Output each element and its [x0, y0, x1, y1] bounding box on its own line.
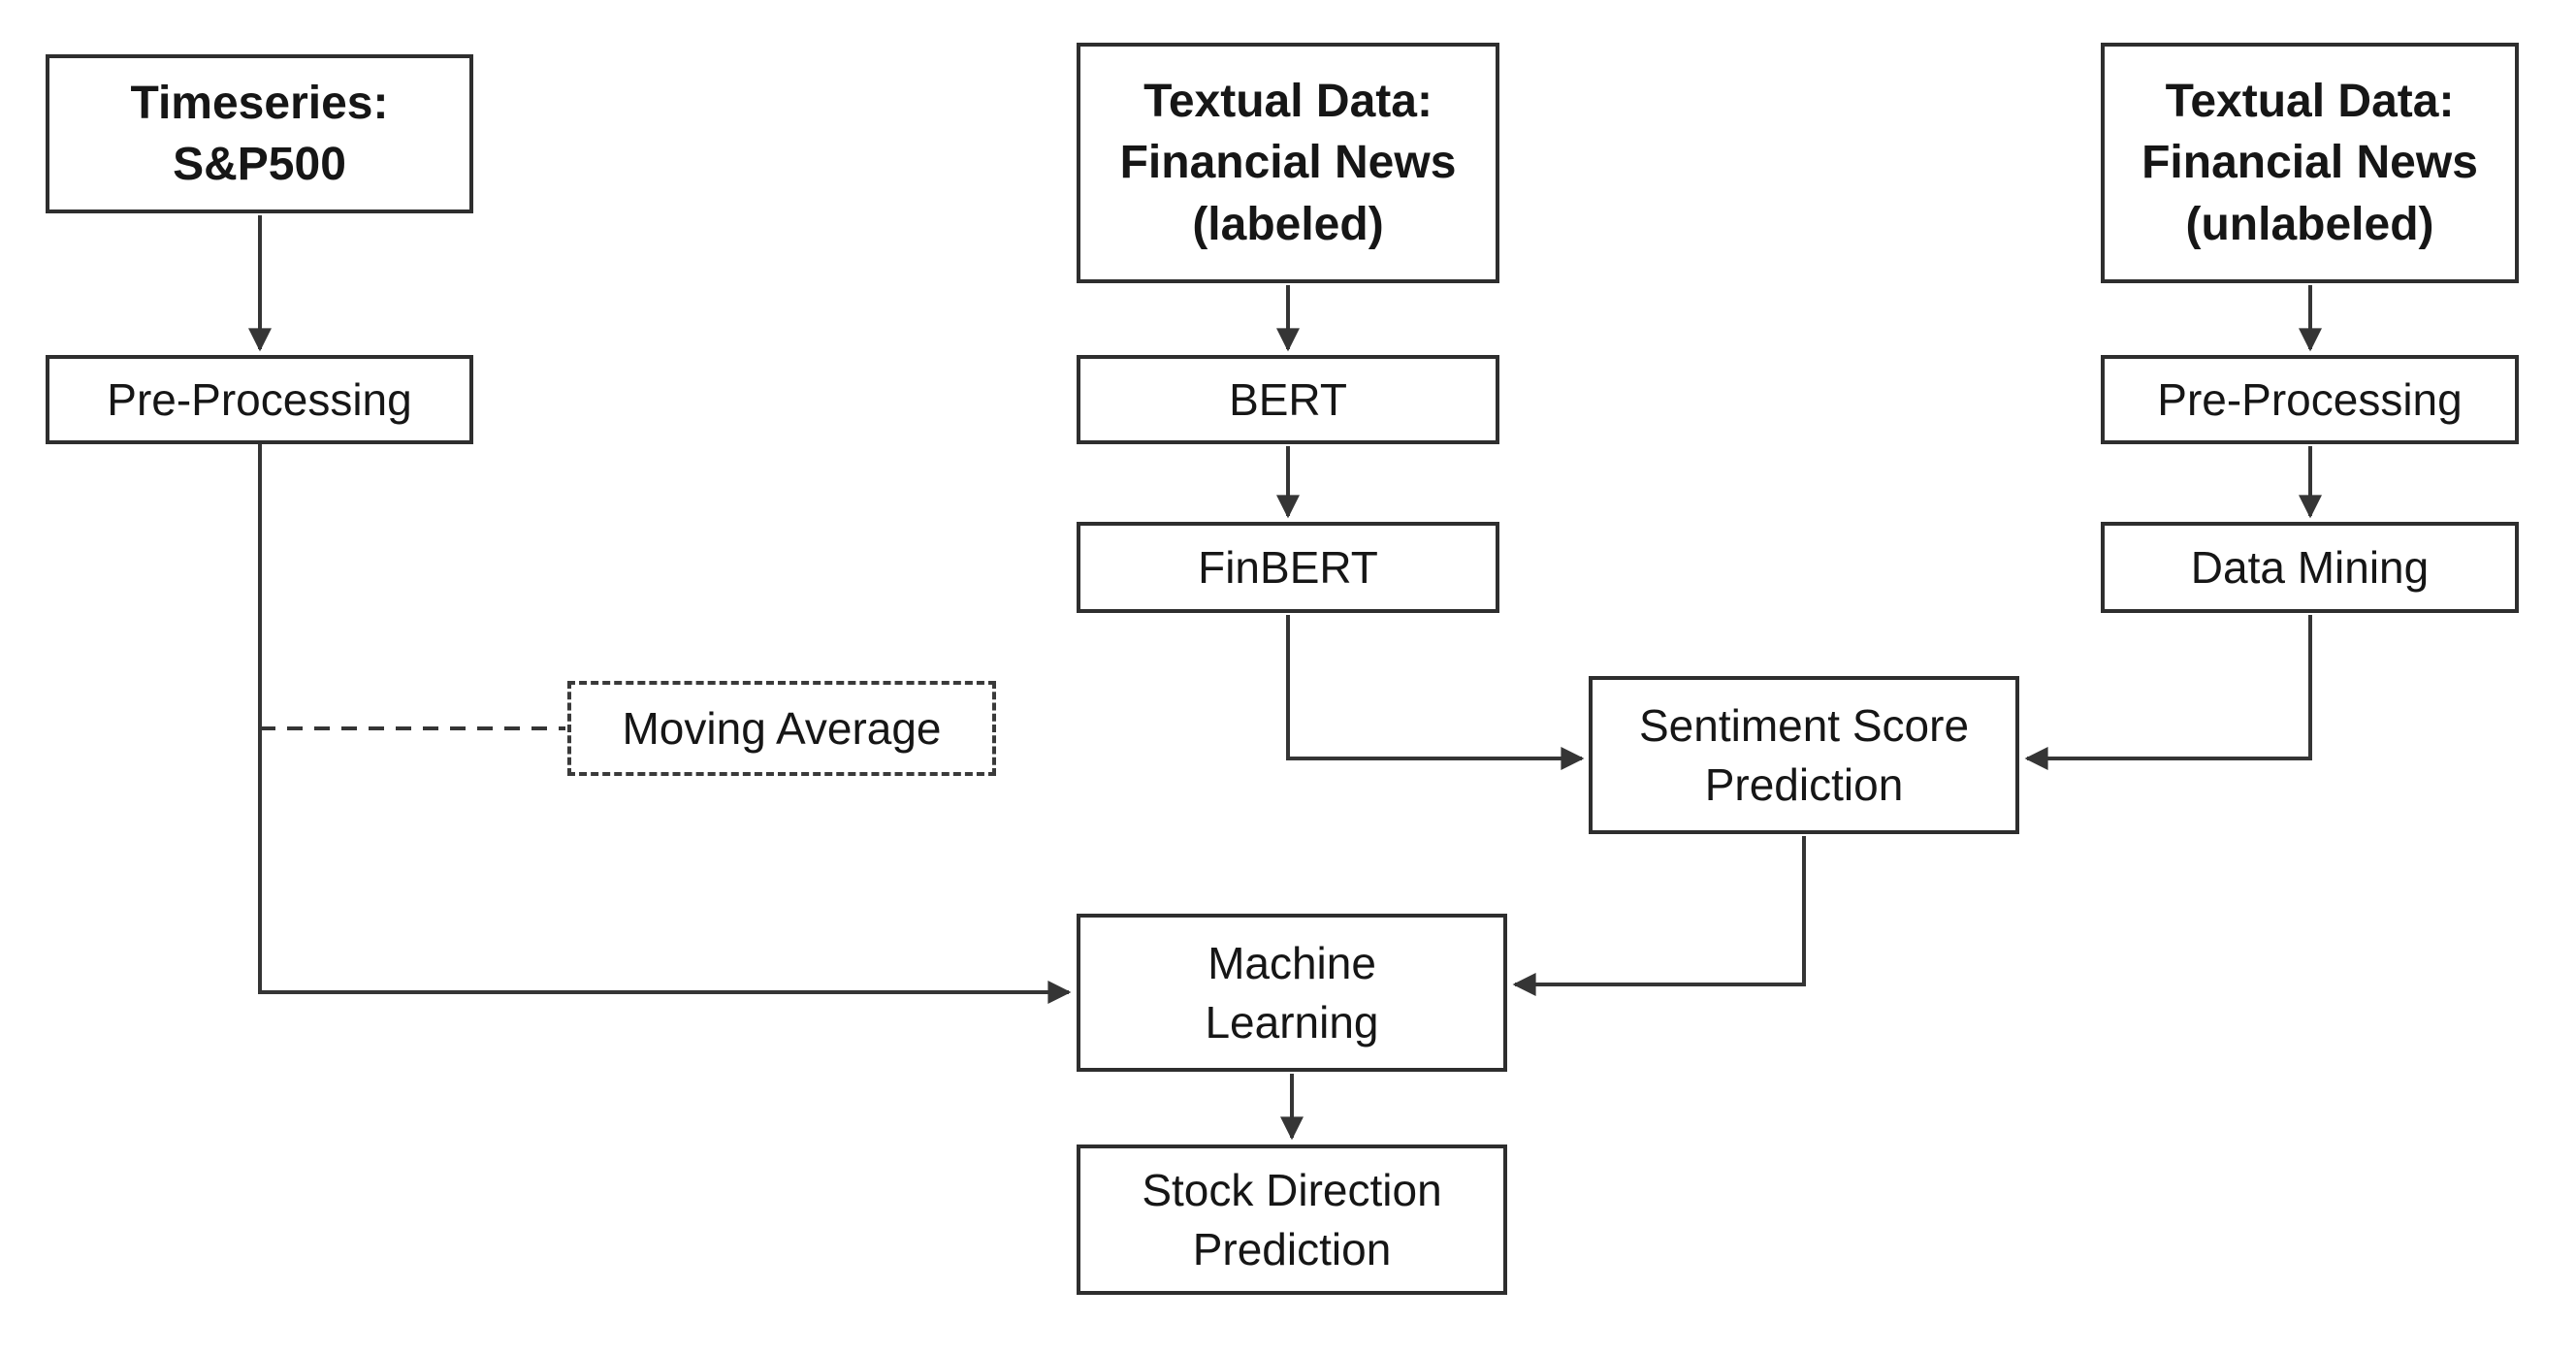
- node-textual-data-unlabeled: Textual Data: Financial News (unlabeled): [2101, 43, 2519, 283]
- node-stock-direction-prediction: Stock Direction Prediction: [1077, 1144, 1507, 1295]
- node-timeseries-sp500: Timeseries: S&P500: [46, 54, 473, 213]
- node-label-line: Prediction: [1192, 1223, 1392, 1274]
- node-label-line: Financial News: [1119, 137, 1457, 189]
- node-label-line: Data Mining: [2190, 541, 2430, 593]
- node-label-line: Moving Average: [622, 702, 942, 754]
- node-label-line: Sentiment Score: [1638, 699, 1970, 751]
- edge-finbert-to-sentiment: [1286, 615, 1585, 770]
- node-data-mining: Data Mining: [2101, 522, 2519, 613]
- node-label-line: Textual Data:: [2165, 75, 2455, 127]
- node-finbert: FinBERT: [1077, 522, 1499, 613]
- node-label-line: Pre-Processing: [107, 373, 412, 425]
- node-machine-learning: Machine Learning: [1077, 914, 1507, 1072]
- node-label-line: Learning: [1205, 996, 1379, 1048]
- node-label-line: Stock Direction: [1142, 1164, 1442, 1215]
- node-sentiment-score-prediction: Sentiment Score Prediction: [1589, 676, 2019, 834]
- node-preprocessing-textual: Pre-Processing: [2101, 355, 2519, 444]
- edge-data-mining-to-sentiment: [2024, 615, 2312, 770]
- node-textual-data-labeled: Textual Data: Financial News (labeled): [1077, 43, 1499, 283]
- node-label-line: Financial News: [2141, 137, 2478, 189]
- node-label-line: BERT: [1229, 373, 1347, 425]
- node-preprocessing-timeseries: Pre-Processing: [46, 355, 473, 444]
- node-label-line: S&P500: [173, 139, 346, 190]
- node-label-line: (labeled): [1192, 198, 1384, 250]
- node-label-line: Prediction: [1704, 758, 1904, 810]
- node-bert: BERT: [1077, 355, 1499, 444]
- node-moving-average: Moving Average: [567, 681, 996, 776]
- node-label-line: Textual Data:: [1143, 75, 1433, 127]
- edge-preprocessing-to-machine-learning: [258, 444, 1072, 1004]
- node-label-line: FinBERT: [1198, 541, 1378, 593]
- node-label-line: Machine: [1208, 937, 1376, 988]
- edge-sentiment-to-machine-learning: [1512, 836, 1806, 996]
- node-label-line: Timeseries:: [130, 77, 389, 129]
- node-label-line: Pre-Processing: [2157, 373, 2463, 425]
- node-label-line: (unlabeled): [2185, 198, 2434, 250]
